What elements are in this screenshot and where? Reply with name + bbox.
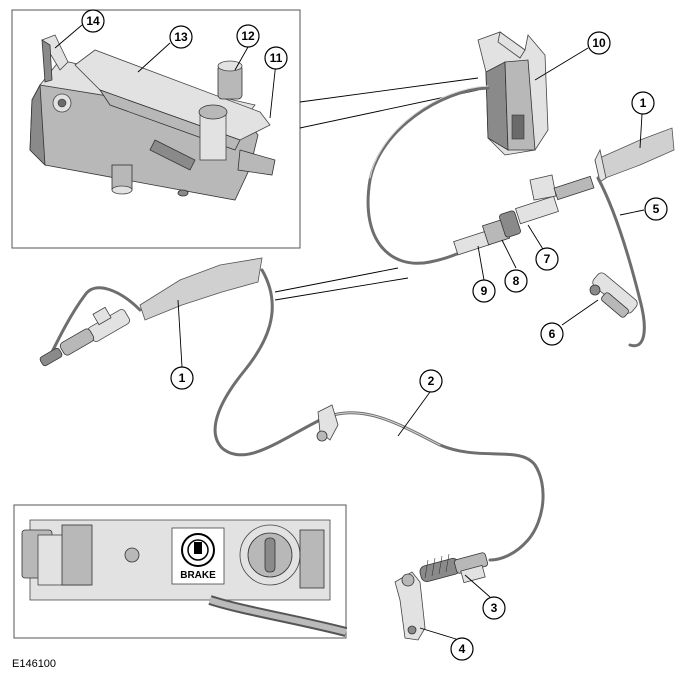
callout-11: 11 [264,46,288,70]
callout-8: 8 [504,269,528,293]
svg-text:8: 8 [513,274,520,288]
rear-cable-sheath-right [594,127,675,181]
figure-reference-code: E146100 [12,658,56,670]
svg-text:4: 4 [459,642,466,656]
inset-leader-top [299,77,479,103]
svg-text:2: 2 [428,374,435,388]
callout-1-left: 1 [170,366,194,390]
svg-text:10: 10 [592,36,606,50]
svg-text:6: 6 [549,327,556,341]
cable-5 [596,176,646,348]
svg-text:13: 13 [174,30,188,44]
svg-text:12: 12 [241,29,255,43]
svg-text:14: 14 [86,14,100,28]
cable-connector [589,272,638,318]
svg-text:1: 1 [640,96,647,110]
inset-brake-handle [13,504,348,639]
callout-1-right: 1 [631,91,655,115]
callout-7: 7 [535,247,559,271]
svg-text:11: 11 [270,51,283,65]
callout-6: 6 [540,322,564,346]
svg-text:7: 7 [544,252,551,266]
svg-text:1: 1 [179,371,186,385]
left-cable-end [39,306,130,367]
tension-spring [419,552,488,584]
callout-2: 2 [419,369,443,393]
callout-9: 9 [472,279,496,303]
cable-adjuster [453,174,595,256]
section-leader-bottom [274,277,409,301]
rear-cable-sheath-left [139,257,263,321]
left-loop-cable [46,286,142,362]
callout-3: 3 [482,596,506,620]
svg-text:9: 9 [481,284,488,298]
callout-4: 4 [450,637,474,661]
svg-text:5: 5 [653,202,660,216]
brake-lever [394,571,426,641]
upper-cable [366,86,490,265]
callout-13: 13 [169,25,193,49]
callout-leaders [54,24,645,640]
svg-text:3: 3 [491,601,498,615]
callout-12: 12 [236,24,260,48]
callout-5: 5 [644,197,668,221]
callout-14: 14 [81,9,105,33]
switch-bracket [477,31,549,156]
callout-10: 10 [587,31,611,55]
inset-latch-assembly [11,9,301,249]
section-leader-top [274,267,399,293]
brake-label: BRAKE [180,570,216,581]
